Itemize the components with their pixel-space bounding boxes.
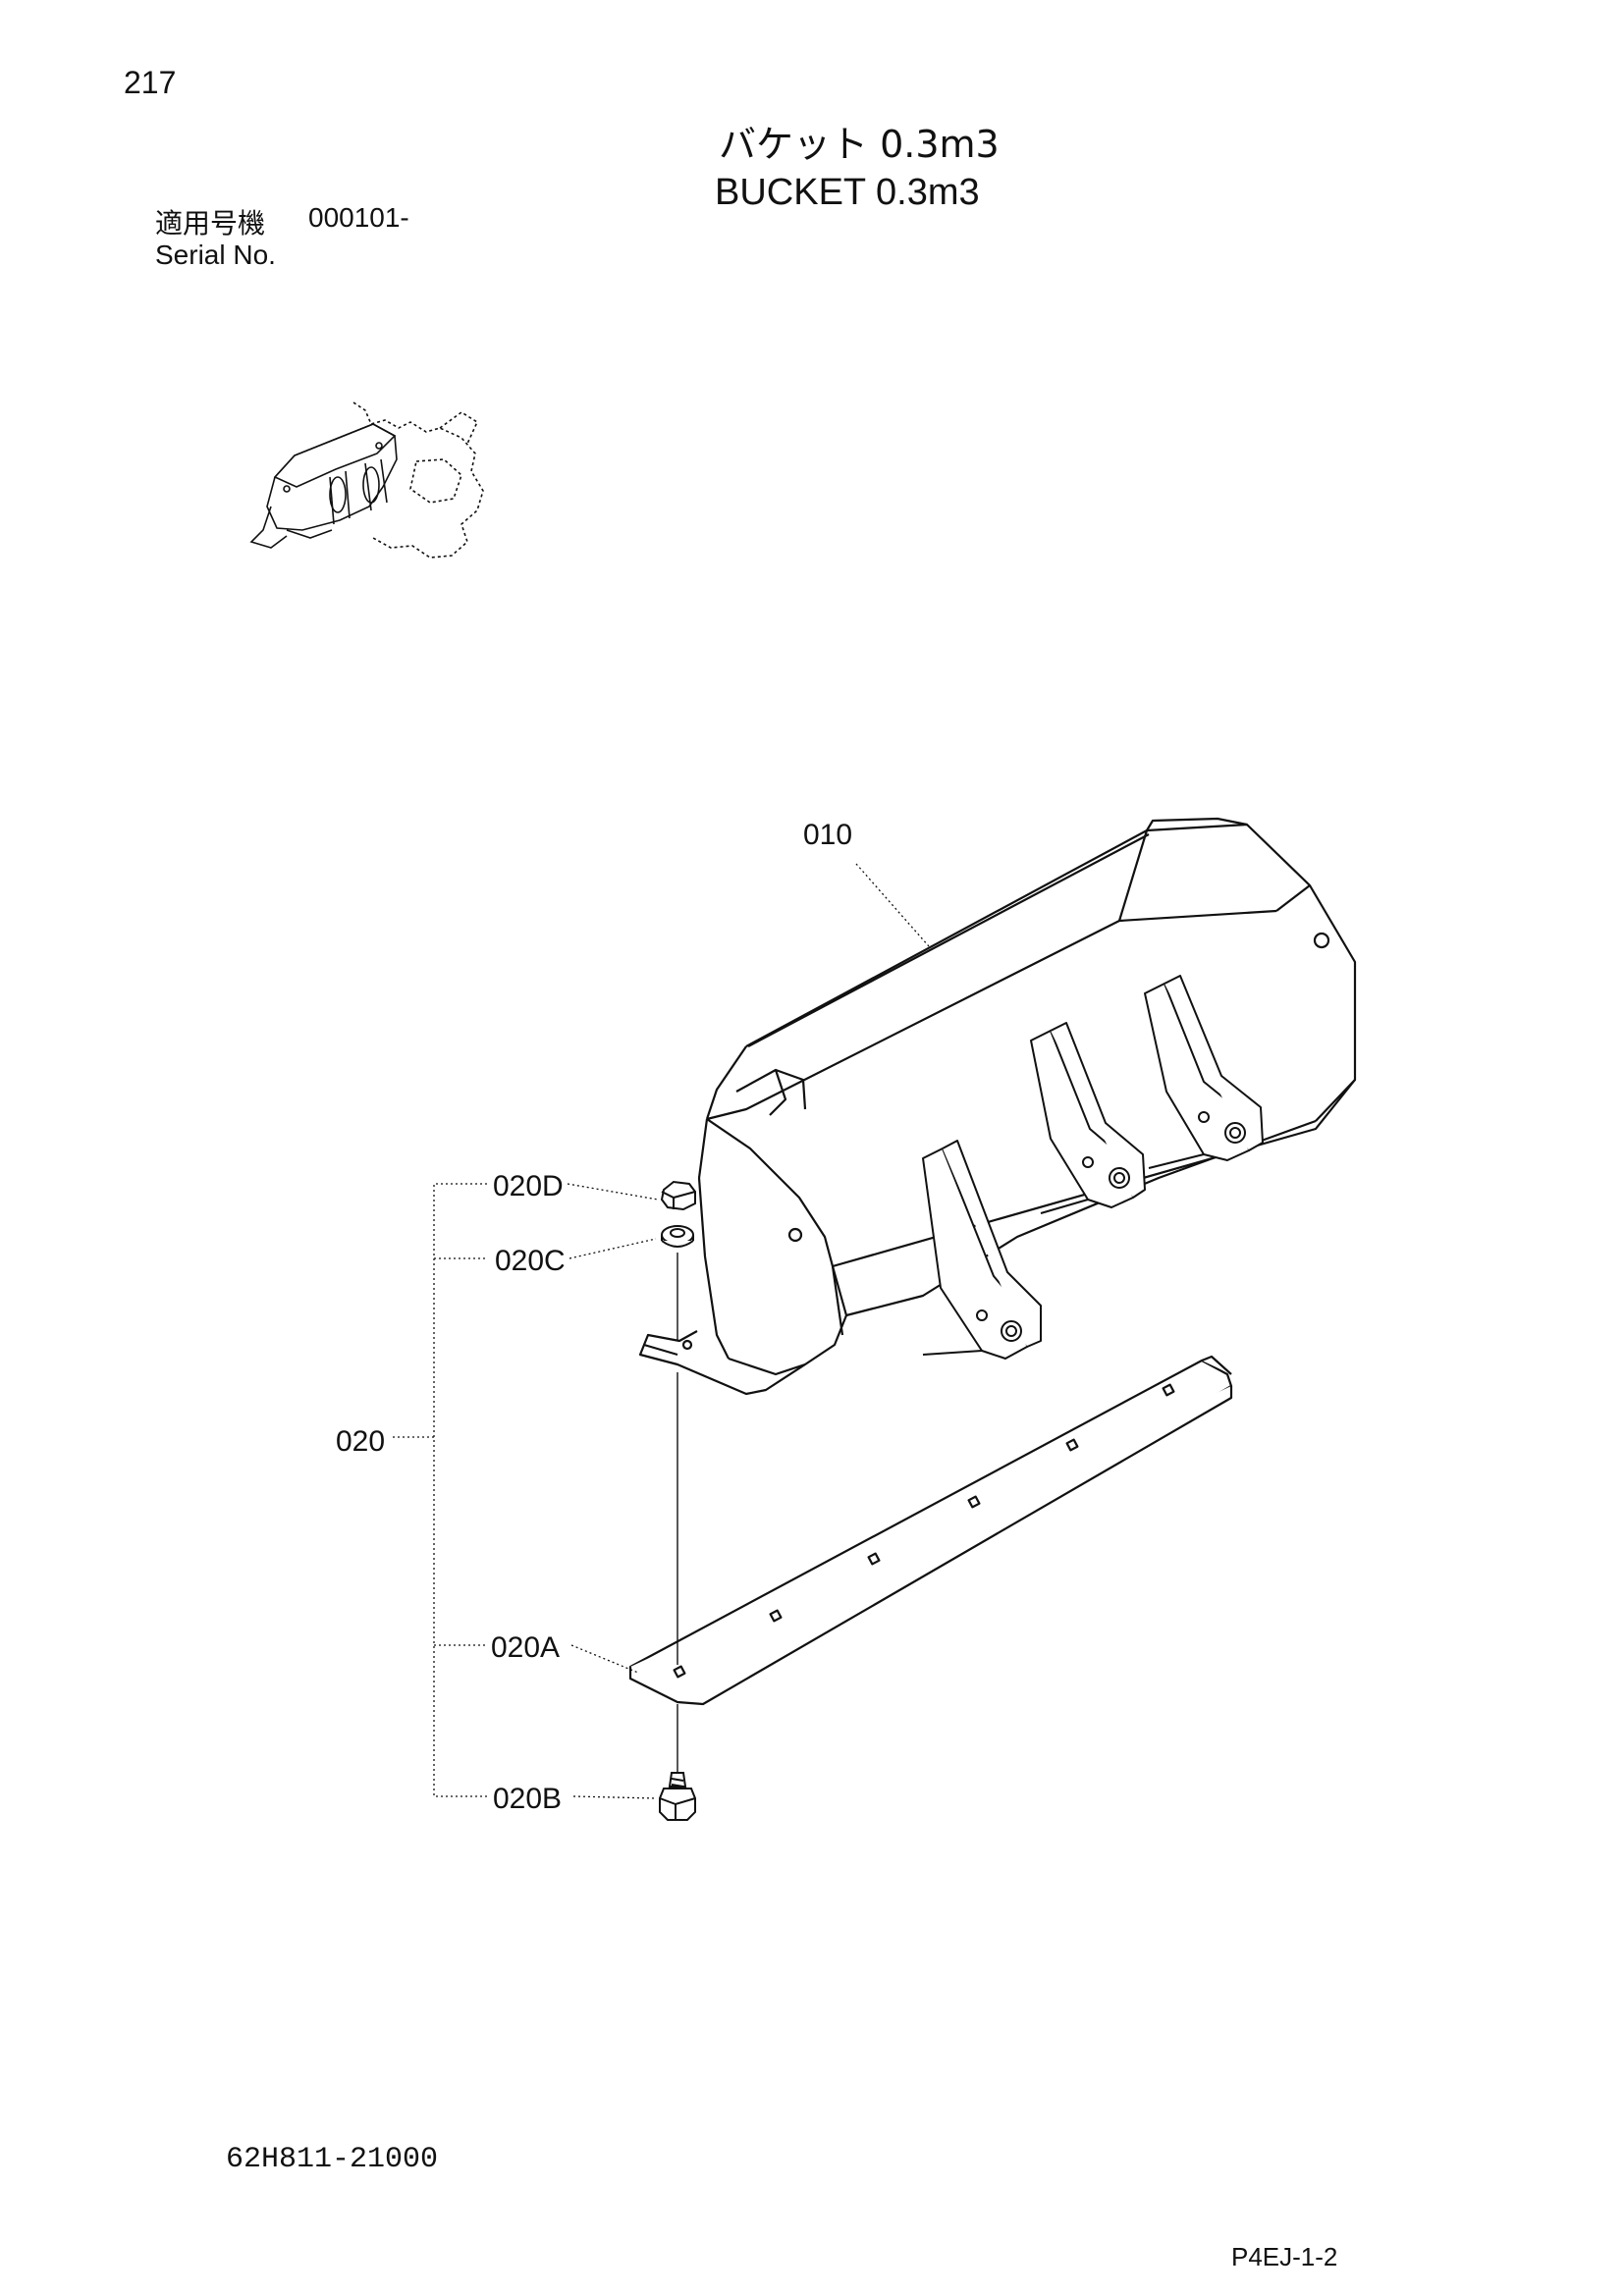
serial-label-english: Serial No. xyxy=(155,240,276,270)
drawing-number: 62H811-21000 xyxy=(226,2143,439,2176)
bolt-020B xyxy=(659,1772,696,1821)
cutting-edge-020A xyxy=(628,1355,1233,1706)
callout-020C: 020C xyxy=(495,1245,566,1277)
serial-label-japanese: 適用号機 xyxy=(155,207,266,240)
assembly-bracket-020 xyxy=(391,1183,487,1797)
callout-020D: 020D xyxy=(493,1170,564,1202)
sheet-code: P4EJ-1-2 xyxy=(1231,2242,1338,2271)
callout-020: 020 xyxy=(336,1425,385,1458)
location-thumbnail xyxy=(249,401,484,559)
bucket-brackets xyxy=(922,975,1264,1360)
callout-020B: 020B xyxy=(493,1783,562,1815)
leader-lines xyxy=(567,863,930,1799)
bucket-body-010 xyxy=(638,817,1357,1396)
callout-020A: 020A xyxy=(491,1631,560,1664)
washer-020C xyxy=(661,1225,694,1248)
page-title-english: BUCKET 0.3m3 xyxy=(715,172,980,213)
serial-number-value: 000101- xyxy=(308,202,409,233)
page-title-japanese: バケット 0.3m3 xyxy=(719,123,1000,166)
nut-020D xyxy=(660,1180,696,1211)
page-number: 217 xyxy=(124,65,177,100)
callout-010: 010 xyxy=(803,819,852,851)
